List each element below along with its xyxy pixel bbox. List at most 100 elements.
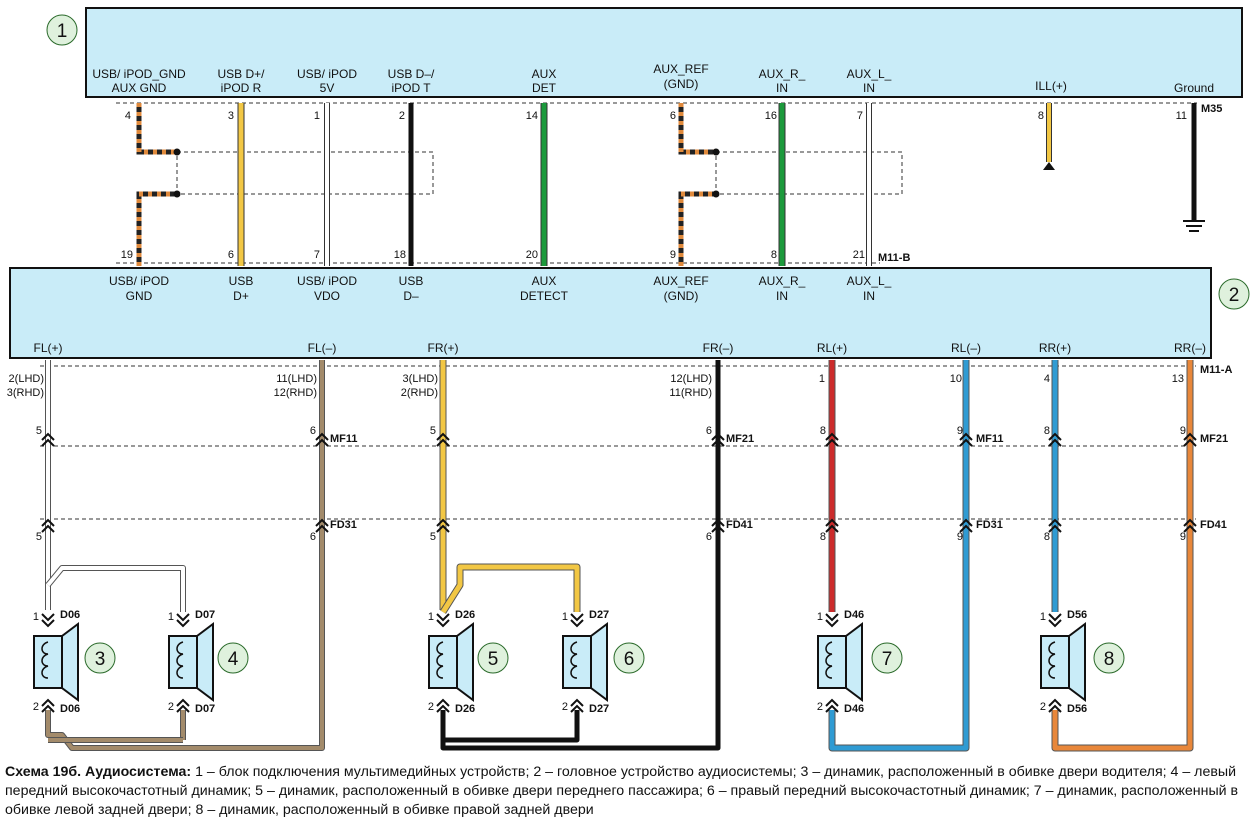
pin-number: 1 [314,110,320,122]
speaker-connector-top: D27 [589,609,609,621]
speaker-pin-minus: 2 [168,701,174,713]
pin-label: DETECT [520,289,569,303]
speaker-coil-icon [176,641,184,679]
pin-label: D– [403,289,419,303]
module-2-output-labels: FL(+) FL(–) FR(+) FR(–) RL(+) RL(–) RR(+… [33,341,1206,355]
svg-text:8: 8 [1044,531,1050,543]
pin-number: 7 [314,249,320,261]
module-1-number: 1 [57,21,68,42]
caption-title: Схема 19б. Аудиосистема: [5,764,192,780]
svg-text:8: 8 [1044,425,1050,437]
pin-label: IN [776,289,788,303]
speaker-connector-bottom: D56 [1067,703,1087,715]
svg-text:9: 9 [1180,425,1186,437]
pin-number: 10 [950,373,962,385]
pin-label: USB [229,274,254,288]
pin-label: AUX_L_ [847,67,892,81]
speaker-body [817,635,847,689]
connector-fd31: FD31 [976,519,1003,531]
speaker-pin-plus: 1 [562,611,568,623]
speaker-number: 8 [1104,649,1115,670]
speaker-pin-plus: 1 [168,611,174,623]
output-label: FL(+) [33,341,62,355]
pin-label: D+ [233,289,249,303]
module-2-top-labels: USB/ iPOD GND USB D+ USB/ iPOD VDO USB D… [109,274,892,303]
pin-number: 8 [1038,110,1044,122]
ground-icon [1183,220,1205,232]
speaker-cone [196,622,214,702]
speaker-pin-minus: 2 [1040,701,1046,713]
output-label: FR(–) [703,341,734,355]
speaker-connector-top: D56 [1067,609,1087,621]
pin-number: 18 [394,249,406,261]
ill-terminal-icon [1043,162,1055,170]
speaker-connector-bottom: D46 [844,703,864,715]
speaker-coil-icon [1048,641,1056,679]
speaker-connector-bottom: D26 [455,703,475,715]
speaker-callout [84,642,116,674]
speaker-callout [613,642,645,674]
pin-label: AUX [532,274,557,288]
speaker-number: 7 [882,649,893,670]
module-2-box [9,267,1212,359]
speaker-pin-minus: 2 [817,701,823,713]
pin-number: 21 [853,249,865,261]
pin-number: 16 [765,110,777,122]
output-label: FR(+) [428,341,459,355]
output-label: FL(–) [308,341,337,355]
module-1-bottom-pins: 19 6 7 18 20 9 8 21 M11-B [121,249,911,264]
speaker-body [1040,635,1070,689]
speaker-wires [45,360,1194,752]
pin-label: AUX_L_ [847,274,892,288]
caption-text: 1 – блок подключения мультимедийных устр… [5,764,1239,818]
output-label: RR(+) [1039,341,1071,355]
module-2-pin-numbers: 2(LHD) 3(RHD) 11(LHD) 12(RHD) 3(LHD) 2(R… [7,364,1233,399]
svg-text:9: 9 [957,531,963,543]
pin-label: DET [532,81,557,95]
speaker-cone [61,622,79,702]
svg-text:6: 6 [310,531,316,543]
pin-label: USB/ iPOD [297,274,357,288]
pin-number: 13 [1172,373,1184,385]
pin-label: USB/ iPOD [109,274,169,288]
svg-text:5: 5 [430,531,436,543]
pin-number: 11(RHD) [669,387,712,399]
speaker-pin-plus: 1 [428,611,434,623]
speaker-body [168,635,198,689]
pin-number: 12(LHD) [670,373,712,385]
connector-mf21: MF21 [726,433,754,445]
pin-number: 2(LHD) [9,373,44,385]
pin-label: IN [776,81,788,95]
svg-text:9: 9 [1180,531,1186,543]
pin-number: 11 [1176,110,1187,122]
speaker-pin-plus: 1 [817,611,823,623]
pin-label: Ground [1174,81,1214,95]
mf-fd-pin-numbers: 5 5 6 6 MF11 FD31 5 5 6 6 MF21 FD41 8 8 … [36,425,1228,543]
speaker-connector-bottom: D06 [60,703,80,715]
speaker-coil-icon [825,641,833,679]
pin-number: 4 [1044,373,1050,385]
speaker-cone [456,622,474,702]
speaker-pin-plus: 1 [33,611,39,623]
svg-text:8: 8 [820,531,826,543]
speaker-callout [217,642,249,674]
speaker-coil-icon [436,641,444,679]
pin-number: 14 [526,110,538,122]
speaker-coil-icon [570,641,578,679]
pin-label: 5V [320,81,335,95]
speaker-connector-top: D07 [195,609,215,621]
pin-label: USB/ iPOD [297,67,357,81]
pin-number: 3 [228,110,234,122]
speaker-callout [477,642,509,674]
svg-text:6: 6 [310,425,316,437]
pin-number: 3(RHD) [7,387,44,399]
module-1-wires [136,103,1197,266]
pin-number: 2(RHD) [401,387,438,399]
module-1-callout [46,14,78,46]
speaker-number: 6 [624,649,635,670]
pin-number: 6 [670,110,676,122]
